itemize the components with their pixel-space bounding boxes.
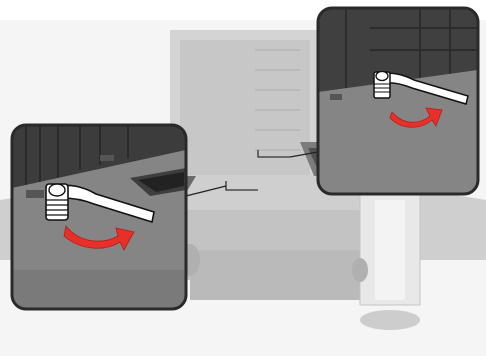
detail-panel-left [12,125,186,310]
